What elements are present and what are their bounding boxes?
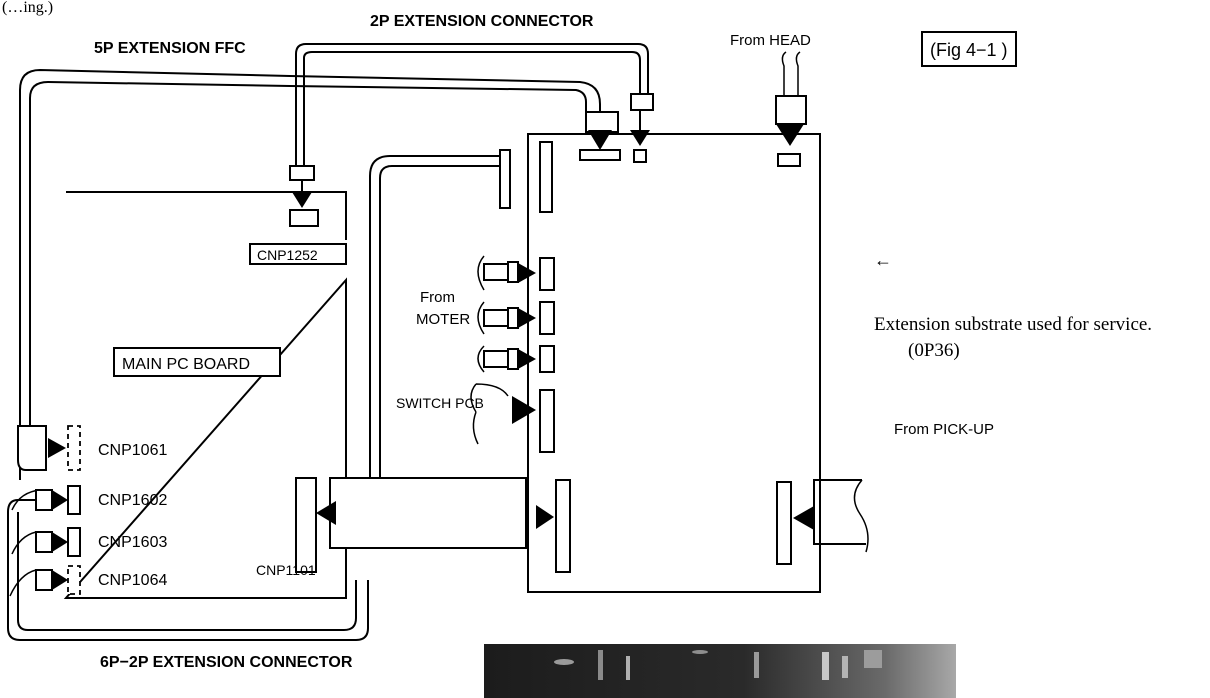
substrate-motor-connector-2 xyxy=(539,301,555,335)
ext-2p-cable-1 xyxy=(295,43,649,166)
fig-label: (Fig 4−1 ) xyxy=(930,40,1008,60)
ffc-5p-cable-outer xyxy=(19,68,601,480)
substrate-bottom-arrow xyxy=(536,505,554,529)
head-cable xyxy=(781,51,801,96)
substrate-connector-left-top xyxy=(539,141,553,213)
motor-plug-3 xyxy=(477,345,536,373)
cnp1061-label: CNP1061 xyxy=(98,442,167,459)
cnp1101-connector xyxy=(295,477,317,573)
cnp1252-connector xyxy=(289,209,319,227)
cnp1101-arrow xyxy=(316,501,336,525)
ribbon-cable-outer xyxy=(369,155,500,478)
from-head-label: From HEAD xyxy=(730,32,811,49)
cnp1064-connector xyxy=(67,565,81,595)
ffc-5p-cable-end xyxy=(17,425,47,471)
switch-pcb-label: SWITCH PCB xyxy=(396,395,484,411)
ext-substrate-arrow: ← xyxy=(874,250,892,270)
substrate-pickup-connector xyxy=(776,481,792,565)
substrate-motor-connector-1 xyxy=(539,257,555,291)
main-pc-board-label: MAIN PC BOARD xyxy=(122,356,250,373)
cnp1602-label: CNP1602 xyxy=(98,492,167,509)
cnp1064-plug xyxy=(9,569,68,597)
ffc-5p-label: 5P EXTENSION FFC xyxy=(94,40,246,57)
cnp1603-plug xyxy=(11,531,68,555)
cnp1061-arrow xyxy=(48,438,66,458)
ext-6p-2p-label: 6P−2P EXTENSION CONNECTOR xyxy=(100,654,353,671)
cnp1064-label: CNP1064 xyxy=(98,572,167,589)
main-pc-board xyxy=(63,191,347,599)
ffc-top-arrow xyxy=(588,130,612,150)
cnp1603-label: CNP1603 xyxy=(98,534,167,551)
substrate-connector-ffc xyxy=(579,149,621,161)
extension-substrate-board xyxy=(527,133,821,593)
cnp1101-label: CNP1101 xyxy=(256,562,316,578)
ext-2p-cable-2 xyxy=(303,51,641,166)
motor-plug-2 xyxy=(477,301,536,335)
ffc-5p-top-plug xyxy=(585,111,619,133)
head-plug xyxy=(775,95,807,125)
from-pickup-label: From PICK-UP xyxy=(894,421,994,438)
substrate-bottom-connector xyxy=(555,479,571,573)
cnp1603-connector xyxy=(67,527,81,557)
substrate-motor-connector-3 xyxy=(539,345,555,373)
cnp1252-label-box xyxy=(249,243,347,265)
substrate-switch-connector xyxy=(539,389,555,453)
cnp1602-connector xyxy=(67,485,81,515)
from-moter-label-2: MOTER xyxy=(416,311,470,328)
bottom-extension-board xyxy=(329,477,527,549)
ext-substrate-label-1: Extension substrate used for service. xyxy=(874,314,1152,335)
cnp1252-label: CNP1252 xyxy=(257,247,318,263)
pickup-arrow xyxy=(793,506,814,530)
switch-pcb-arrow xyxy=(512,396,536,424)
ext-6p-2p-cable xyxy=(7,499,369,641)
pickup-cable-end xyxy=(853,479,869,553)
ext-2p-connector-label: 2P EXTENSION CONNECTOR xyxy=(370,13,594,30)
ribbon-end-connector xyxy=(499,149,511,209)
switch-pcb-wires xyxy=(470,383,509,445)
photo-strip xyxy=(484,644,956,698)
ffc-5p-cable-inner xyxy=(29,80,587,426)
substrate-connector-2p xyxy=(633,149,647,163)
cnp1061-connector xyxy=(67,425,81,471)
ribbon-cable-inner xyxy=(379,165,500,478)
ext-2p-bottom-plug xyxy=(289,165,315,181)
from-moter-label-1: From xyxy=(420,289,455,306)
motor-plug-1 xyxy=(477,255,536,291)
ext-substrate-label-2: (0P36) xyxy=(908,340,960,361)
head-arrow xyxy=(776,124,804,146)
main-pc-board-label-box xyxy=(113,347,281,377)
cnp1252-arrow xyxy=(292,192,312,208)
ext-2p-top-plug xyxy=(630,93,654,111)
ext-2p-top-arrow xyxy=(630,130,650,146)
top-left-fragment: (…ing.) xyxy=(2,0,53,16)
fig-label-box xyxy=(921,31,1017,67)
substrate-connector-head xyxy=(777,153,801,167)
